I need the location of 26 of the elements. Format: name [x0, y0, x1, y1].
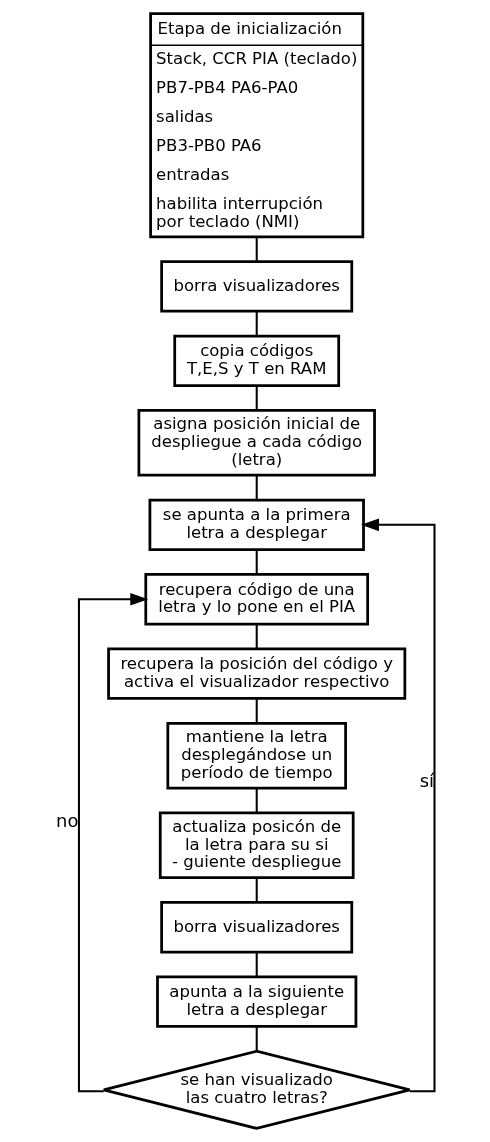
node-box: actualiza posicón de la letra para su si - guiente despliegue	[158, 811, 355, 879]
connector	[255, 311, 258, 336]
node-box: asigna posición inicial de despliegue a cada código (letra)	[137, 409, 376, 477]
connector	[255, 475, 258, 500]
edge-label: sí	[419, 770, 435, 792]
connector	[255, 952, 258, 977]
connector	[255, 624, 258, 649]
connector	[255, 237, 258, 262]
node-diamond: se han visualizado las cuatro letras?	[102, 1049, 412, 1130]
connector	[255, 550, 258, 575]
edge-label: no	[56, 809, 79, 831]
node-box: mantiene la letra desplegándose un período de tiempo	[166, 721, 347, 790]
node-box: recupera código de una letra y lo pone en el PIA	[144, 573, 370, 626]
connector	[255, 698, 258, 724]
connector	[255, 385, 258, 411]
node-box: borra visualizadores	[160, 901, 354, 954]
connector	[255, 788, 258, 813]
node-box: borra visualizadores	[160, 260, 354, 313]
node-box: recupera la posición del código y activa el visualizador respectivo	[107, 647, 407, 700]
arrow	[77, 592, 149, 1093]
arrow	[361, 518, 436, 1093]
connector	[255, 877, 258, 903]
connector	[255, 1026, 258, 1051]
node-box: se apunta a la primera letra a desplegar	[148, 498, 365, 551]
node-box: copia códigos T,E,S y T en RAM	[173, 334, 341, 388]
node-box: apunta a la siguiente letra a desplegar	[156, 975, 358, 1028]
